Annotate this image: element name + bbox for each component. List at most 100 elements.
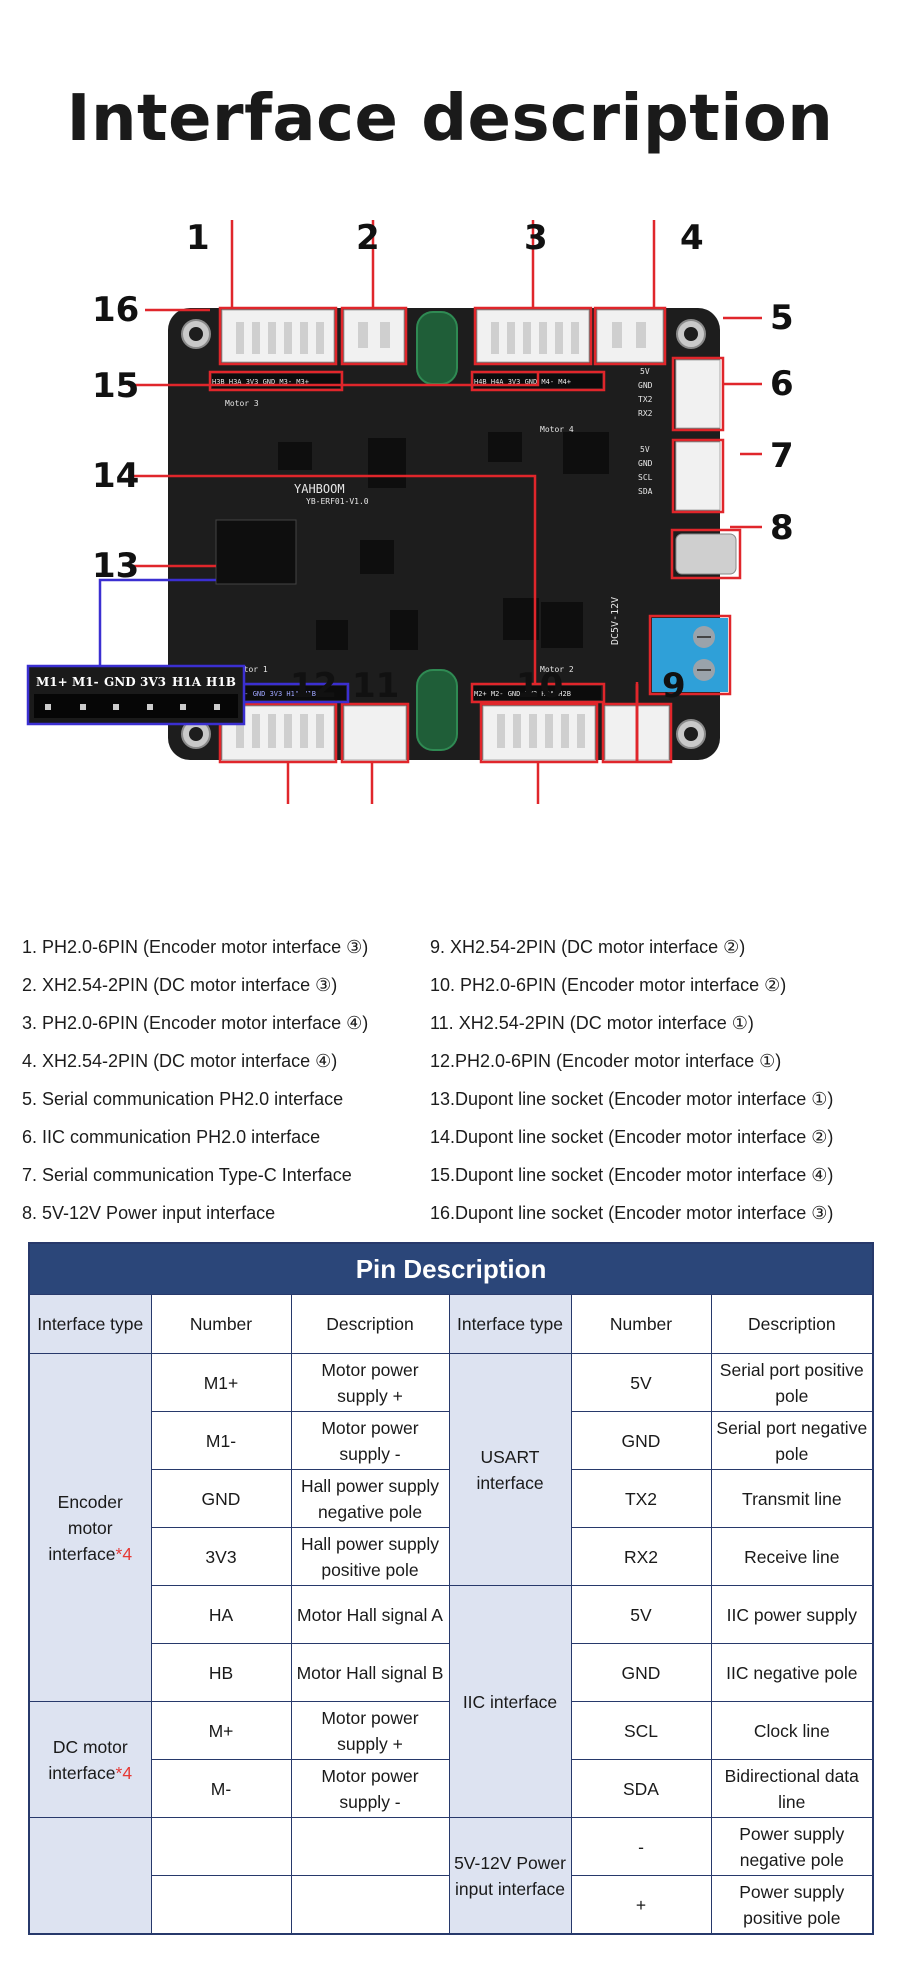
pin-number: M+ bbox=[150, 1701, 292, 1760]
pin-description-table: Pin Description Interface type Number De… bbox=[28, 1242, 875, 1935]
svg-text:H3B H3A 3V3 GND M3- M3+: H3B H3A 3V3 GND M3- M3+ bbox=[212, 378, 309, 386]
table-row: HB Motor Hall signal B GND IIC negative … bbox=[29, 1643, 874, 1702]
callout-13: 13 bbox=[92, 546, 140, 586]
pin-number: 5V bbox=[570, 1353, 712, 1412]
pin-description: Transmit line bbox=[710, 1469, 874, 1528]
table-row: Encoder motor interface*4 M1+ Motor powe… bbox=[28, 1353, 874, 1702]
column-header: Number bbox=[150, 1294, 292, 1354]
column-header: Description bbox=[710, 1294, 874, 1354]
pin-number: RX2 bbox=[570, 1527, 712, 1586]
svg-text:Motor 2: Motor 2 bbox=[540, 665, 574, 674]
callout-7: 7 bbox=[770, 436, 794, 476]
pin-number: TX2 bbox=[570, 1469, 712, 1528]
svg-text:M1+ M1- GND 3V3 H1A H1B: M1+ M1- GND 3V3 H1A H1B bbox=[219, 690, 316, 698]
pin-description: IIC power supply bbox=[710, 1585, 874, 1644]
list-item: 2. XH2.54-2PIN (DC motor interface ③) bbox=[22, 975, 338, 995]
svg-text:SCL: SCL bbox=[638, 473, 653, 482]
pin-description: Power supply positive pole bbox=[710, 1875, 874, 1935]
pin-number: GND bbox=[150, 1469, 292, 1528]
zoom-link bbox=[98, 578, 216, 666]
svg-text:SDA: SDA bbox=[638, 487, 653, 496]
pin-number: SCL bbox=[570, 1701, 712, 1760]
list-item: 8. 5V-12V Power input interface bbox=[22, 1203, 276, 1223]
side-connectors bbox=[652, 359, 737, 692]
svg-text:M1+: M1+ bbox=[36, 675, 68, 689]
svg-text:Motor 1: Motor 1 bbox=[234, 665, 268, 674]
list-item: 16.Dupont line socket (Encoder motor int… bbox=[430, 1203, 834, 1223]
pin-description: Power supply negative pole bbox=[710, 1817, 874, 1876]
capacitors bbox=[416, 311, 458, 751]
column-header: Interface type bbox=[28, 1294, 152, 1354]
power-type-cell: 5V-12V Power input interface bbox=[448, 1817, 572, 1935]
star-note: *4 bbox=[115, 1762, 133, 1783]
pin-number: M1- bbox=[150, 1411, 292, 1470]
pin-description: Clock line bbox=[710, 1701, 874, 1760]
leader-lines bbox=[128, 220, 762, 804]
pin-description: Motor power supply - bbox=[290, 1759, 450, 1818]
pin-description: Motor power supply - bbox=[290, 1411, 450, 1470]
callout-10: 10 bbox=[516, 666, 564, 706]
svg-text:3V3: 3V3 bbox=[140, 675, 166, 689]
callout-9: 9 bbox=[662, 666, 686, 706]
pin-number: HB bbox=[150, 1643, 292, 1702]
dc-type-cell: DC motor interface*4 bbox=[28, 1701, 152, 1818]
pin-description: Motor Hall signal A bbox=[290, 1585, 450, 1644]
list-item: 14.Dupont line socket (Encoder motor int… bbox=[430, 1127, 834, 1147]
svg-text:YAHBOOM: YAHBOOM bbox=[294, 482, 345, 496]
svg-text:GND: GND bbox=[638, 381, 653, 390]
list-item: 9. XH2.54-2PIN (DC motor interface ②) bbox=[430, 937, 746, 957]
svg-text:GND: GND bbox=[638, 459, 653, 468]
callout-16: 16 bbox=[92, 290, 140, 330]
pin-description: Hall power supply negative pole bbox=[290, 1469, 450, 1528]
list-item: 3. PH2.0-6PIN (Encoder motor interface ④… bbox=[22, 1013, 369, 1033]
table-title: Pin Description bbox=[28, 1242, 874, 1295]
svg-text:RX2: RX2 bbox=[638, 409, 653, 418]
list-item: 7. Serial communication Type-C Interface bbox=[22, 1165, 352, 1185]
pin-number: M1+ bbox=[150, 1353, 292, 1412]
empty-cell bbox=[150, 1875, 292, 1935]
empty-cell bbox=[290, 1875, 450, 1935]
list-item: 10. PH2.0-6PIN (Encoder motor interface … bbox=[430, 975, 787, 995]
pin-description: Serial port negative pole bbox=[710, 1411, 874, 1470]
callout-6: 6 bbox=[770, 364, 794, 404]
star-note: *4 bbox=[115, 1543, 133, 1564]
table-row: M1- Motor power supply - GND Serial port… bbox=[29, 1411, 874, 1470]
pin-number: GND bbox=[570, 1411, 712, 1470]
svg-text:DC5V-12V: DC5V-12V bbox=[610, 597, 621, 645]
pin-description: IIC negative pole bbox=[710, 1643, 874, 1702]
svg-text:5V: 5V bbox=[640, 445, 650, 454]
list-item: 12.PH2.0-6PIN (Encoder motor interface ①… bbox=[430, 1051, 782, 1071]
pin-description: Bidirectional data line bbox=[710, 1759, 874, 1818]
empty-type-cell bbox=[28, 1817, 152, 1935]
callout-11: 11 bbox=[352, 666, 400, 706]
pin-description: Hall power supply positive pole bbox=[290, 1527, 450, 1586]
pin-number: 5V bbox=[570, 1585, 712, 1644]
pin-description: Motor power supply + bbox=[290, 1701, 450, 1760]
empty-cell bbox=[150, 1817, 292, 1876]
pin-description: Receive line bbox=[710, 1527, 874, 1586]
svg-text:TX2: TX2 bbox=[638, 395, 653, 404]
svg-text:Motor 3: Motor 3 bbox=[225, 399, 259, 408]
list-item: 13.Dupont line socket (Encoder motor int… bbox=[430, 1089, 834, 1109]
callout-2: 2 bbox=[356, 218, 380, 258]
svg-text:5V: 5V bbox=[640, 367, 650, 376]
list-item: 4. XH2.54-2PIN (DC motor interface ④) bbox=[22, 1051, 338, 1071]
list-item: 5. Serial communication PH2.0 interface bbox=[22, 1089, 344, 1109]
iic-type-cell: IIC interface bbox=[448, 1585, 572, 1818]
svg-text:H1A: H1A bbox=[172, 675, 202, 689]
header-callout-boxes bbox=[208, 356, 742, 704]
chips bbox=[215, 432, 609, 650]
list-item: 15.Dupont line socket (Encoder motor int… bbox=[430, 1165, 834, 1185]
callout-14: 14 bbox=[92, 456, 140, 496]
table-header-row: Interface type Number Description Interf… bbox=[28, 1294, 874, 1354]
column-header: Number bbox=[570, 1294, 712, 1354]
list-item: 11. XH2.54-2PIN (DC motor interface ①) bbox=[430, 1013, 754, 1033]
table-row: GND Hall power supply negative pole TX2 … bbox=[29, 1469, 874, 1528]
table-row: 3V3 Hall power supply positive pole RX2 … bbox=[29, 1527, 874, 1586]
svg-text:M1-: M1- bbox=[72, 675, 99, 689]
svg-text:H4B H4A 3V3 GND M4- M4+: H4B H4A 3V3 GND M4- M4+ bbox=[474, 378, 571, 386]
svg-text:H1B: H1B bbox=[206, 675, 236, 689]
callout-15: 15 bbox=[92, 366, 140, 406]
pin-description: Motor Hall signal B bbox=[290, 1643, 450, 1702]
